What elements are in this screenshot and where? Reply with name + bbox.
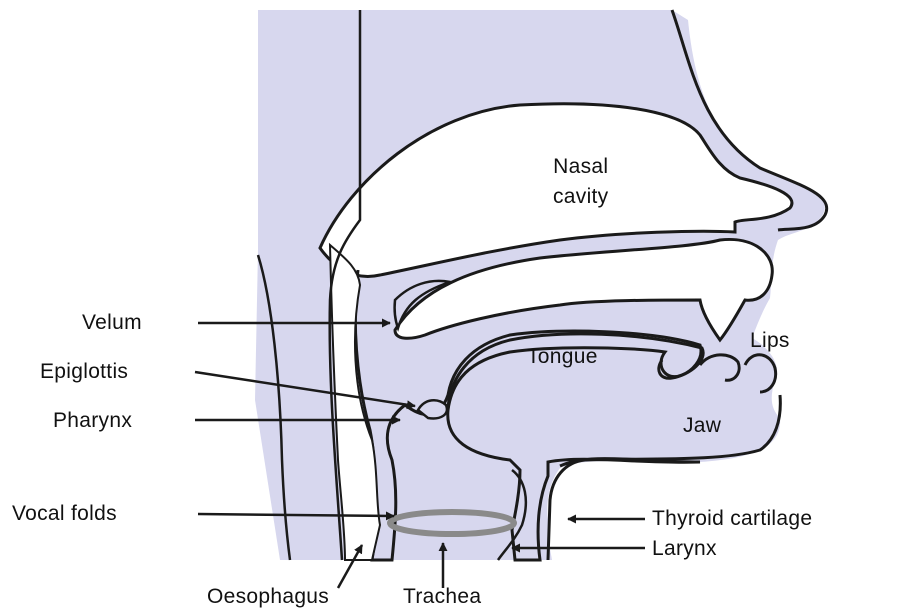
trachea-label: Trachea [403, 586, 481, 607]
jaw-label: Jaw [683, 415, 721, 436]
vocal-folds-label: Vocal folds [12, 503, 117, 524]
pharynx-label: Pharynx [53, 410, 132, 431]
lips-label: Lips [750, 330, 790, 351]
larynx-label: Larynx [652, 538, 717, 559]
nasal-cavity-label: Nasal cavity [553, 152, 608, 212]
tongue-label: Tongue [527, 346, 598, 367]
epiglottis-label: Epiglottis [40, 361, 128, 382]
nasal-cavity-label-line1: Nasal [553, 152, 608, 182]
thyroid-cartilage-label: Thyroid cartilage [652, 508, 812, 529]
oesophagus-label: Oesophagus [207, 586, 329, 607]
nasal-cavity-label-line2: cavity [553, 182, 608, 212]
velum-label: Velum [82, 312, 142, 333]
